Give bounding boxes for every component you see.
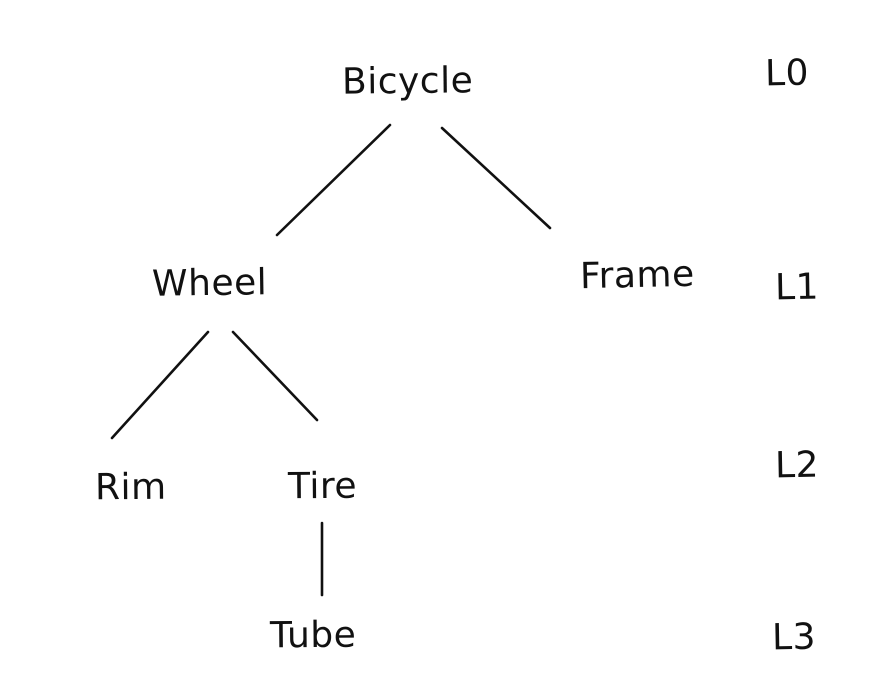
edge-bicycle-frame [440, 126, 552, 230]
node-tube: Tube [269, 614, 357, 657]
edge-wheel-tire [231, 330, 319, 422]
node-frame: Frame [579, 253, 696, 298]
node-rim: Rim [94, 466, 167, 509]
node-tire: Tire [287, 465, 358, 508]
level-label-l1: L1 [774, 266, 820, 309]
node-wheel: Wheel [151, 262, 268, 305]
level-label-l3: L3 [771, 616, 817, 659]
edge-bicycle-wheel [275, 123, 392, 237]
level-label-l0: L0 [764, 52, 810, 95]
node-bicycle: Bicycle [341, 60, 474, 103]
edge-wheel-rim [110, 330, 210, 440]
level-label-l2: L2 [774, 444, 820, 487]
